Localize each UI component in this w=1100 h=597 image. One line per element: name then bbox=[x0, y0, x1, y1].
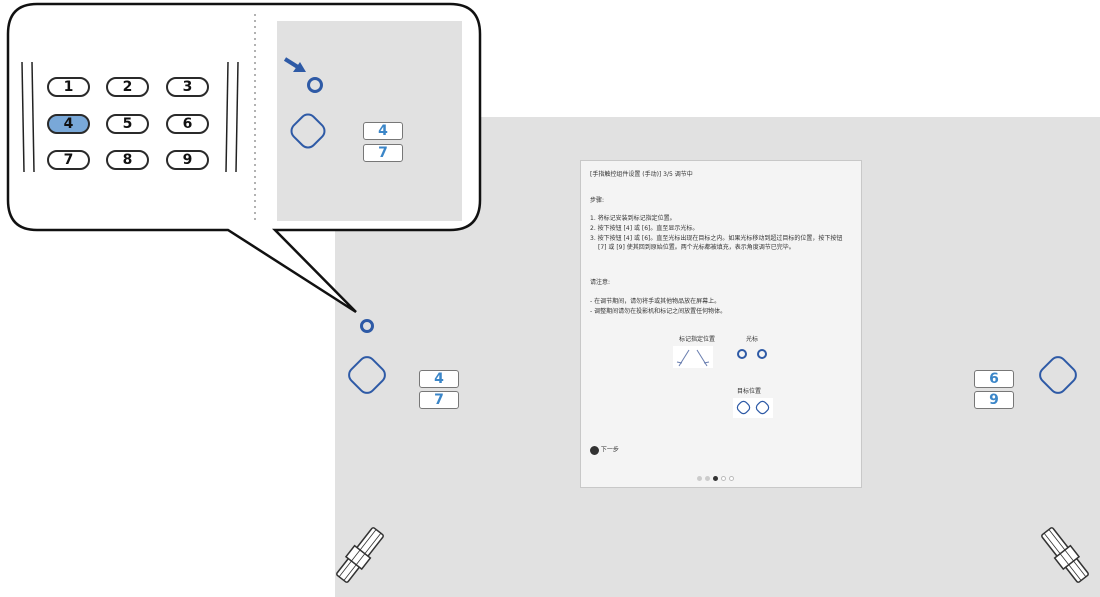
calibration-dialog: [手指触控组件设置 (手动)] 3/5 调节中 步骤: 1. 将标记安装到标记指… bbox=[580, 160, 862, 488]
page-dot bbox=[721, 476, 726, 481]
cursor-icon bbox=[757, 349, 767, 359]
legend-target-label: 目标位置 bbox=[736, 388, 761, 395]
right-tag-top: 6 bbox=[974, 370, 1014, 388]
right-tag-bottom: 9 bbox=[974, 391, 1014, 409]
key-5-button[interactable]: 5 bbox=[106, 114, 149, 134]
marker-left-icon bbox=[336, 527, 384, 583]
key-2-button[interactable]: 2 bbox=[106, 77, 149, 97]
key-7-button[interactable]: 7 bbox=[47, 150, 90, 170]
page-dot bbox=[713, 476, 718, 481]
legend-cursor-label: 光标 bbox=[745, 336, 758, 343]
cursor-icon bbox=[307, 77, 323, 93]
steps-heading: 步骤: bbox=[590, 197, 605, 204]
target-position-icon bbox=[733, 398, 773, 418]
left-tag-bottom: 7 bbox=[419, 391, 459, 409]
zoom-tag-top: 4 bbox=[363, 122, 403, 140]
arrow-icon bbox=[283, 57, 306, 72]
marker-position-icon bbox=[673, 346, 713, 368]
remote-body bbox=[21, 61, 239, 173]
step-3: 3. 按下按钮 [4] 或 [6]。直至光标出现在目标之内。如果光标移动到超过目… bbox=[590, 235, 843, 251]
step-1: 1. 将标记安装到标记指定位置。 bbox=[590, 215, 676, 222]
dialog-title: [手指触控组件设置 (手动)] 3/5 调节中 bbox=[590, 171, 693, 178]
key-1-button[interactable]: 1 bbox=[47, 77, 90, 97]
next-step-button[interactable]: 下一步 bbox=[590, 446, 619, 456]
page-dot bbox=[697, 476, 702, 481]
cursor-icon bbox=[360, 319, 374, 333]
key-3-button[interactable]: 3 bbox=[166, 77, 209, 97]
key-6-button[interactable]: 6 bbox=[166, 114, 209, 134]
key-4-button[interactable]: 4 bbox=[47, 114, 90, 134]
zoom-screen bbox=[277, 21, 462, 221]
page-dot bbox=[705, 476, 710, 481]
marker-right-icon bbox=[1041, 527, 1089, 583]
cursor-icon bbox=[737, 349, 747, 359]
note-2: - 调整期间请勿在投影机和标记之间放置任何物体。 bbox=[590, 308, 727, 315]
key-9-button[interactable]: 9 bbox=[166, 150, 209, 170]
note-1: - 在调节期间，请勿将手或其他物品放在屏幕上。 bbox=[590, 298, 721, 305]
zoom-tag-bottom: 7 bbox=[363, 144, 403, 162]
page-dot bbox=[729, 476, 734, 481]
step-2: 2. 按下按钮 [4] 或 [6]。直至显示光标。 bbox=[590, 225, 699, 232]
key-8-button[interactable]: 8 bbox=[106, 150, 149, 170]
left-tag-top: 4 bbox=[419, 370, 459, 388]
legend-marker-label: 标记指定位置 bbox=[678, 336, 715, 343]
next-step-label: 下一步 bbox=[600, 446, 619, 454]
notes-heading: 请注意: bbox=[590, 279, 611, 286]
enter-icon bbox=[590, 446, 599, 455]
